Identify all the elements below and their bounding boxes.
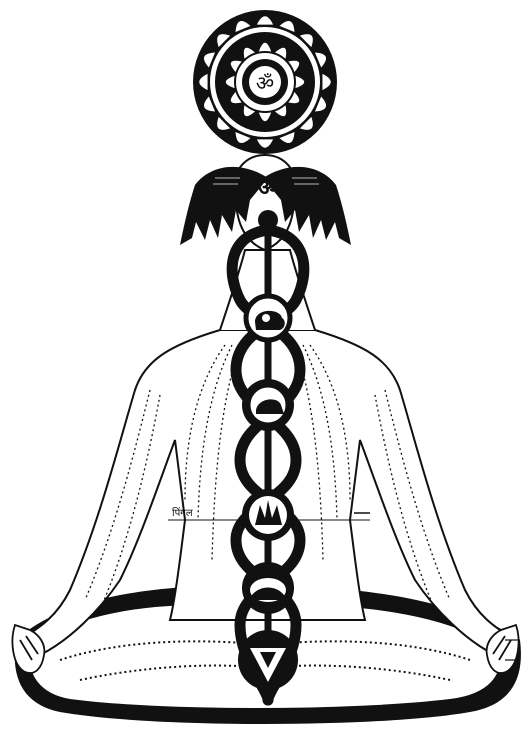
chakra-muladhara bbox=[238, 630, 298, 690]
chakra-anahata bbox=[242, 379, 294, 431]
chakra-manipura bbox=[242, 489, 294, 541]
svg-text:ॐ: ॐ bbox=[258, 176, 278, 201]
pingala-label: पिंगल bbox=[172, 507, 193, 519]
chakra-vishuddha bbox=[246, 296, 290, 340]
om-symbol-crown: ॐ bbox=[256, 71, 274, 95]
chakra-svadhisthana bbox=[242, 562, 294, 614]
crown-lotus-sahasrara: ॐ bbox=[193, 10, 337, 154]
